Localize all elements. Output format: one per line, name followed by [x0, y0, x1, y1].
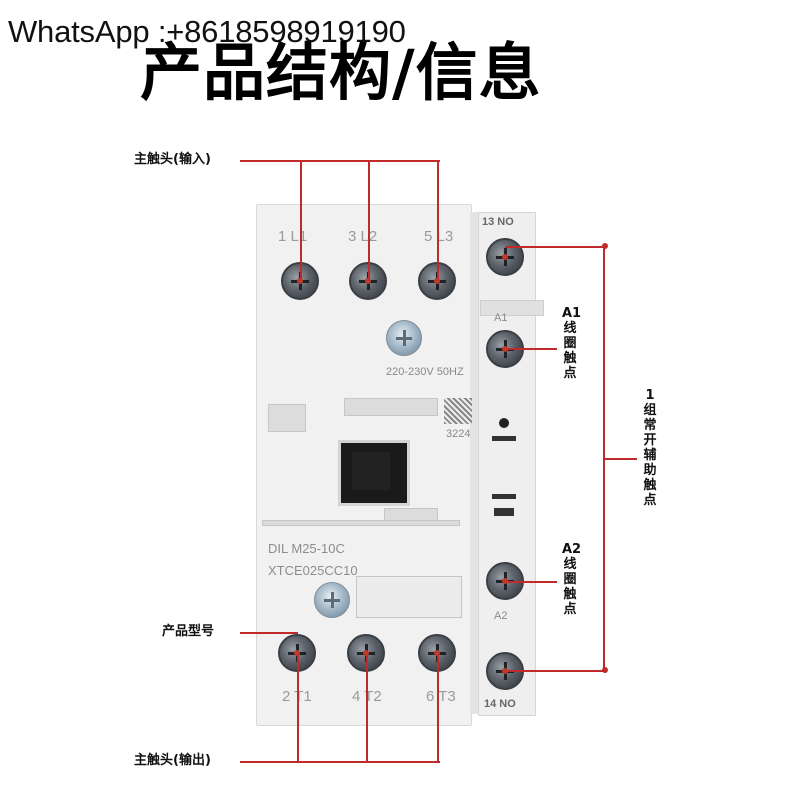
- aux-slot-3: [494, 508, 514, 516]
- aux-label-14-no: 14 NO: [484, 698, 516, 710]
- a2-leader: [505, 581, 557, 583]
- lower-screw: [314, 582, 350, 618]
- aux-bracket-tick: [603, 458, 637, 460]
- aux-dot-bottom: [602, 667, 608, 673]
- label-area: [356, 576, 462, 618]
- contactor-side-rail: [470, 212, 480, 714]
- aux-indicator-dot: [499, 418, 509, 428]
- aux-bracket-top: [505, 246, 605, 248]
- aux-label-13-no: 13 NO: [482, 216, 514, 228]
- armature-indicator: [352, 452, 390, 490]
- input-bracket-line: [240, 160, 440, 162]
- auxiliary-contact-block: [478, 212, 536, 716]
- aux-dot-top: [602, 243, 608, 249]
- input-leader-L3: [437, 160, 439, 282]
- aux-screw-13: [486, 238, 524, 276]
- qr-code: [444, 398, 472, 424]
- terminal-label-L1: 1 L1: [278, 228, 308, 245]
- label-model: 产品型号: [162, 624, 215, 639]
- label-a1-coil: A1线圈触点: [562, 306, 582, 381]
- qr-code-number: 3224: [446, 428, 471, 440]
- aux-slot-1: [492, 436, 516, 441]
- terminal-label-L2: 3 L2: [348, 228, 378, 245]
- coil-screw: [386, 320, 422, 356]
- aux-slot-2: [492, 494, 516, 499]
- top-slot: [344, 398, 438, 416]
- model-leader: [240, 632, 298, 634]
- a1-leader: [505, 348, 557, 350]
- terminal-label-T3: 6 T3: [426, 688, 456, 705]
- label-a2-coil: A2线圈触点: [562, 542, 582, 617]
- aux-label-a2: A2: [494, 610, 508, 622]
- label-main-output: 主触头(输出): [134, 753, 211, 768]
- voltage-rating: 220-230V 50HZ: [386, 366, 464, 378]
- aux-divider: [480, 300, 544, 316]
- page-title: 产品结构/信息: [140, 38, 542, 108]
- output-leader-T2: [366, 653, 368, 763]
- terminal-label-T1: 2 T1: [282, 688, 312, 705]
- whatsapp-contact: WhatsApp :+8618598919190: [8, 14, 406, 49]
- model-line-1: DIL M25-10C: [268, 541, 345, 556]
- output-leader-T1: [297, 653, 299, 763]
- aux-label-a1: A1: [494, 312, 508, 324]
- input-leader-L1: [300, 160, 302, 282]
- output-leader-T3: [437, 653, 439, 763]
- output-bracket-line: [240, 761, 440, 763]
- side-slot-left: [268, 404, 306, 432]
- label-aux-contact: 1组常开辅助触点: [643, 388, 657, 508]
- label-main-input: 主触头(输入): [134, 152, 211, 167]
- input-leader-L2: [368, 160, 370, 282]
- aux-bracket-bottom: [505, 670, 605, 672]
- model-line-2: XTCE025CC10: [268, 563, 358, 578]
- cover-seam: [262, 520, 460, 526]
